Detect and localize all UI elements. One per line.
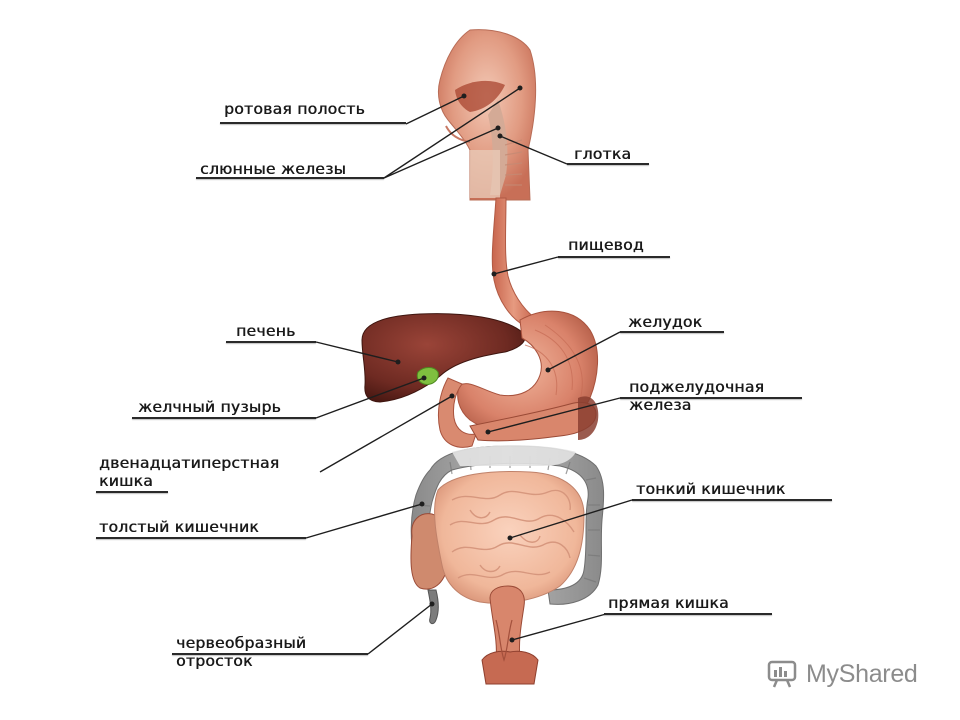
label-salivary-glands: слюнные железы [200,160,347,178]
liver-shape [361,313,526,403]
leader-dots [395,85,551,643]
label-esophagus: пищевод [568,236,644,254]
leader-lines [305,87,633,655]
appendix-shape [427,589,439,625]
stomach-shape [457,310,599,437]
label-pharynx: глотка [574,145,632,163]
underline-pancreas [620,397,802,399]
underline-mouth [220,122,406,124]
underline-pharynx [567,163,649,165]
underline-salivary-glands [196,177,384,179]
gallbladder-shape [416,367,439,385]
underline-duodenum [96,491,168,493]
myshared-logo-icon [767,660,797,688]
underline-small-intestine [632,499,832,501]
label-gallbladder: желчный пузырь [138,398,281,416]
label-stomach: желудок [628,313,703,331]
watermark: MyShared [766,656,918,692]
underline-esophagus [558,256,670,258]
label-large-intestine: толстый кишечник [99,518,259,536]
underline-rectum [604,613,772,615]
watermark-text: MyShared [806,659,918,688]
label-pancreas: поджелудочная железа [629,378,765,414]
underline-liver [226,341,316,343]
head-section [437,29,537,201]
underline-large-intestine [96,537,306,539]
underline-stomach [620,331,724,333]
underline-appendix [172,653,368,655]
label-liver: печень [236,322,296,340]
label-rectum: прямая кишка [608,594,729,612]
label-small-intestine: тонкий кишечник [636,480,786,498]
label-appendix: червеобразный отросток [176,634,307,670]
esophagus-shape [491,197,536,327]
label-duodenum: двенадцатиперстная кишка [99,454,280,490]
underline-gallbladder [132,417,316,419]
label-mouth: ротовая полость [224,100,365,118]
